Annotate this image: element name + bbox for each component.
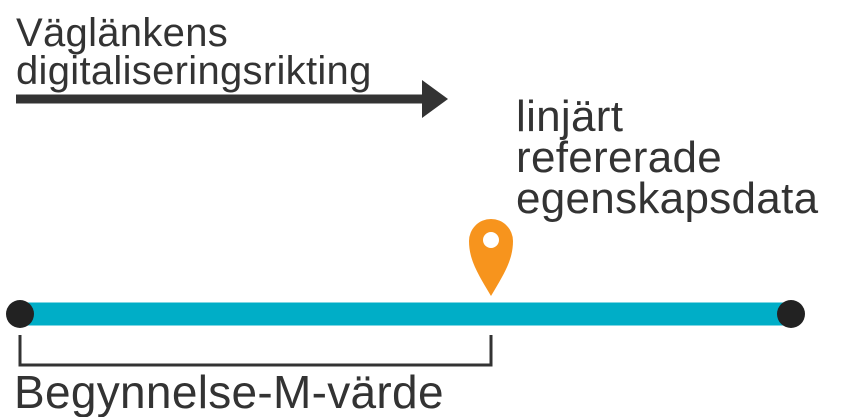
direction-arrow-head <box>422 80 448 118</box>
digitization-direction-label: Väglänkens digitaliseringsrikting <box>16 11 372 93</box>
map-pin-body <box>469 219 513 296</box>
start-node <box>6 300 34 328</box>
linear-data-line-1: linjärt <box>516 92 624 141</box>
linear-referenced-data-label: linjärt refererade egenskapsdata <box>516 92 819 223</box>
map-pin-center <box>483 232 499 248</box>
linear-data-line-2: refererade <box>516 133 723 182</box>
map-pin-icon <box>469 219 513 296</box>
end-node <box>777 300 805 328</box>
direction-arrow-icon <box>16 80 448 118</box>
start-m-value-label: Begynnelse-M-värde <box>14 366 444 417</box>
digitization-direction-line-1: Väglänkens <box>16 11 229 55</box>
linear-data-line-3: egenskapsdata <box>516 174 819 223</box>
m-value-bracket <box>18 335 493 367</box>
digitization-direction-line-2: digitaliseringsrikting <box>16 49 372 93</box>
